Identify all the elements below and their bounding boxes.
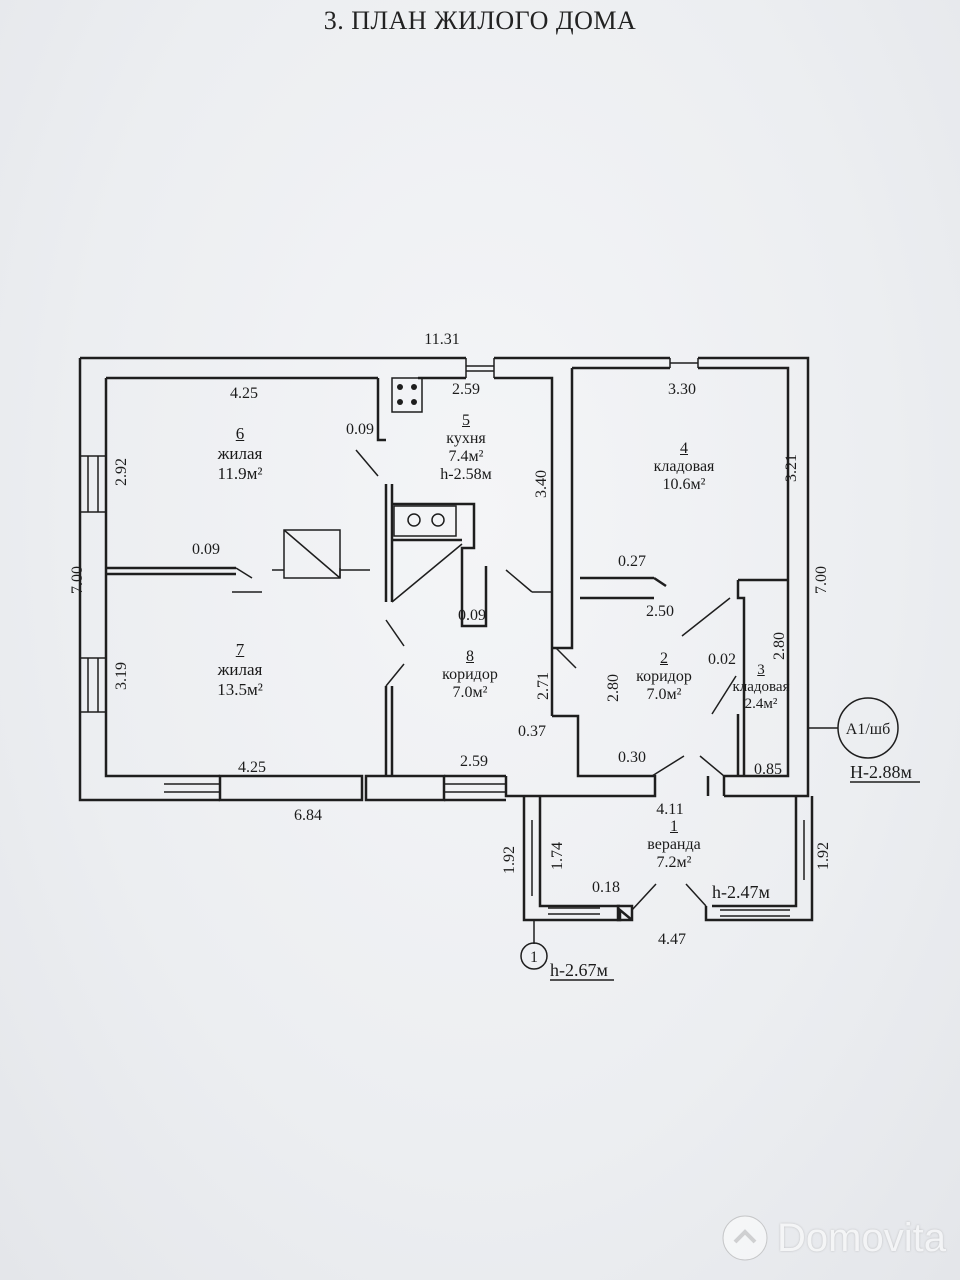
svg-text:2.71: 2.71 [535, 672, 552, 700]
svg-text:0.09: 0.09 [346, 421, 374, 438]
room-area: 11.9м² [217, 464, 263, 483]
svg-text:7.00: 7.00 [69, 566, 86, 594]
svg-text:0.30: 0.30 [618, 749, 646, 766]
svg-text:2.50: 2.50 [646, 603, 674, 620]
svg-text:4.25: 4.25 [230, 385, 258, 402]
svg-text:2.59: 2.59 [460, 753, 488, 770]
room-area: 7.2м² [656, 854, 692, 871]
room-number: 8 [466, 648, 474, 665]
svg-text:h-2.67м: h-2.67м [550, 960, 608, 980]
room-3: 3 кладовая 2.4м² [726, 662, 796, 713]
outer-walls [78, 356, 810, 802]
room-area: 7.4м² [448, 448, 484, 465]
room-number: 7 [235, 640, 245, 659]
svg-text:0.18: 0.18 [592, 879, 620, 896]
room-4: 4 кладовая 10.6м² [634, 440, 734, 494]
dimensions: 11.31 7.00 7.00 6.84 4.25 2.92 4.25 3.19… [69, 331, 832, 948]
svg-text:0.37: 0.37 [518, 723, 546, 740]
room-number: 5 [462, 412, 470, 429]
room-area: 2.4м² [744, 696, 778, 712]
room-name: кладовая [653, 458, 715, 475]
page-title: 3. ПЛАН ЖИЛОГО ДОМА [323, 6, 637, 35]
svg-text:2.92: 2.92 [113, 458, 130, 486]
veranda-height: h-2.47м [712, 882, 770, 902]
svg-text:6.84: 6.84 [294, 807, 322, 824]
svg-text:1: 1 [530, 949, 538, 966]
svg-text:3.30: 3.30 [668, 381, 696, 398]
svg-text:2.80: 2.80 [605, 674, 622, 702]
room-name: коридор [442, 666, 498, 683]
svg-text:11.31: 11.31 [424, 331, 459, 348]
svg-text:1.74: 1.74 [549, 842, 566, 870]
veranda-walls [522, 796, 814, 922]
axis-marker-a: А1/шб Н-2.88м [808, 697, 920, 783]
domovita-logo-icon [722, 1215, 768, 1261]
room-name: коридор [636, 668, 692, 685]
room-number: 2 [660, 650, 668, 667]
svg-text:А1/шб: А1/шб [846, 721, 890, 738]
room-name: веранда [647, 836, 701, 853]
room-height: h-2.58м [440, 466, 492, 483]
svg-text:1.92: 1.92 [501, 846, 518, 874]
svg-text:0.09: 0.09 [458, 607, 486, 624]
watermark-text: Domovita [777, 1215, 946, 1260]
room-area: 7.0м² [452, 684, 488, 701]
sink-icon [391, 377, 423, 413]
room-area: 10.6м² [662, 476, 706, 493]
svg-text:0.27: 0.27 [618, 553, 646, 570]
room-6: 6 жилая 11.9м² [190, 424, 290, 484]
room-number: 3 [757, 662, 765, 678]
svg-text:0.09: 0.09 [192, 541, 220, 558]
kitchen-fixtures [272, 377, 488, 628]
svg-text:4.11: 4.11 [656, 801, 683, 818]
svg-text:0.85: 0.85 [754, 761, 782, 778]
room-name: кладовая [732, 679, 790, 695]
svg-text:7.00: 7.00 [813, 566, 830, 594]
svg-text:Н-2.88м: Н-2.88м [850, 762, 912, 782]
room-8: 8 коридор 7.0м² [420, 648, 520, 702]
room-name: кухня [446, 430, 486, 447]
svg-text:3.21: 3.21 [783, 454, 800, 482]
stove-icon [393, 505, 457, 537]
interior-walls [106, 378, 788, 777]
room-number: 6 [235, 424, 245, 443]
room-5: 5 кухня 7.4м² h-2.58м [416, 412, 516, 484]
room-number: 4 [680, 440, 688, 457]
room-area: 7.0м² [646, 686, 682, 703]
stove-outline [392, 502, 488, 628]
room-name: жилая [217, 444, 263, 463]
room-name: жилая [217, 660, 263, 679]
svg-text:4.47: 4.47 [658, 931, 686, 948]
svg-text:1.92: 1.92 [815, 842, 832, 870]
room-area: 13.5м² [217, 680, 263, 699]
svg-text:2.59: 2.59 [452, 381, 480, 398]
svg-text:2.80: 2.80 [771, 632, 788, 660]
room-number: 1 [670, 818, 678, 835]
svg-text:3.40: 3.40 [533, 470, 550, 498]
watermark: Domovita [721, 1214, 946, 1262]
heater-icon [283, 529, 341, 579]
room-7: 7 жилая 13.5м² [190, 640, 290, 700]
svg-text:4.25: 4.25 [238, 759, 266, 776]
room-1: 1 веранда 7.2м² [624, 818, 724, 872]
svg-text:0.02: 0.02 [708, 651, 736, 668]
axis-marker-1: 1 h-2.67м [520, 920, 614, 981]
room-2: 2 коридор 7.0м² [614, 650, 714, 704]
svg-text:3.19: 3.19 [113, 662, 130, 690]
